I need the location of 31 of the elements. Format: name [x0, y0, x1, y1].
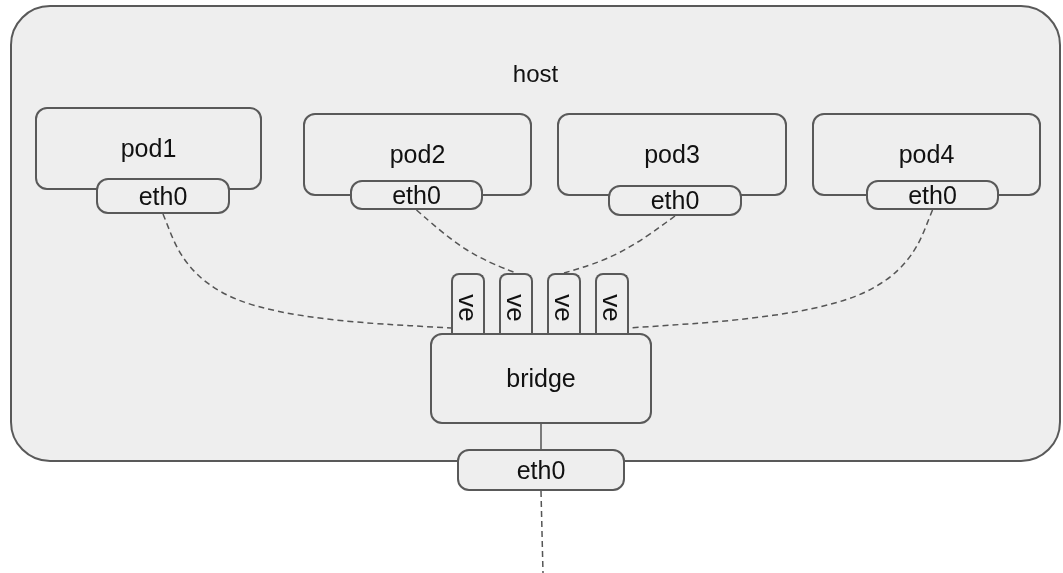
host-label: host: [511, 62, 560, 86]
interface-label: eth0: [516, 457, 566, 483]
interface-label: ve: [503, 294, 529, 322]
dashed-link-line: [415, 209, 517, 274]
dashed-link-line: [162, 213, 452, 329]
link-line: [540, 423, 542, 450]
interface-box: [96, 178, 230, 214]
pod-label: pod3: [644, 142, 700, 167]
interface-box: [499, 273, 533, 333]
dashed-link-line: [540, 490, 544, 573]
interface-label: eth0: [138, 183, 188, 209]
interface-label: ve: [455, 294, 481, 322]
dashed-link-line: [563, 215, 676, 274]
interface-label: eth0: [908, 182, 957, 208]
pod-label: pod4: [898, 142, 955, 167]
interface-box: [547, 273, 581, 333]
interface-box: [866, 180, 999, 210]
interface-box: [608, 185, 742, 216]
interface-label: eth0: [392, 182, 441, 208]
interface-box: [350, 180, 483, 210]
bridge-label: bridge: [506, 366, 576, 391]
interface-label: ve: [599, 294, 625, 322]
bridge-box: [430, 333, 652, 424]
interface-label: ve: [551, 294, 577, 322]
interface-box: [595, 273, 629, 333]
pod-label: pod1: [120, 136, 177, 161]
interface-box: [451, 273, 485, 333]
pod-label: pod2: [389, 142, 446, 167]
host-box: [10, 5, 1061, 462]
interface-label: eth0: [650, 188, 700, 213]
interface-box: [457, 449, 625, 491]
